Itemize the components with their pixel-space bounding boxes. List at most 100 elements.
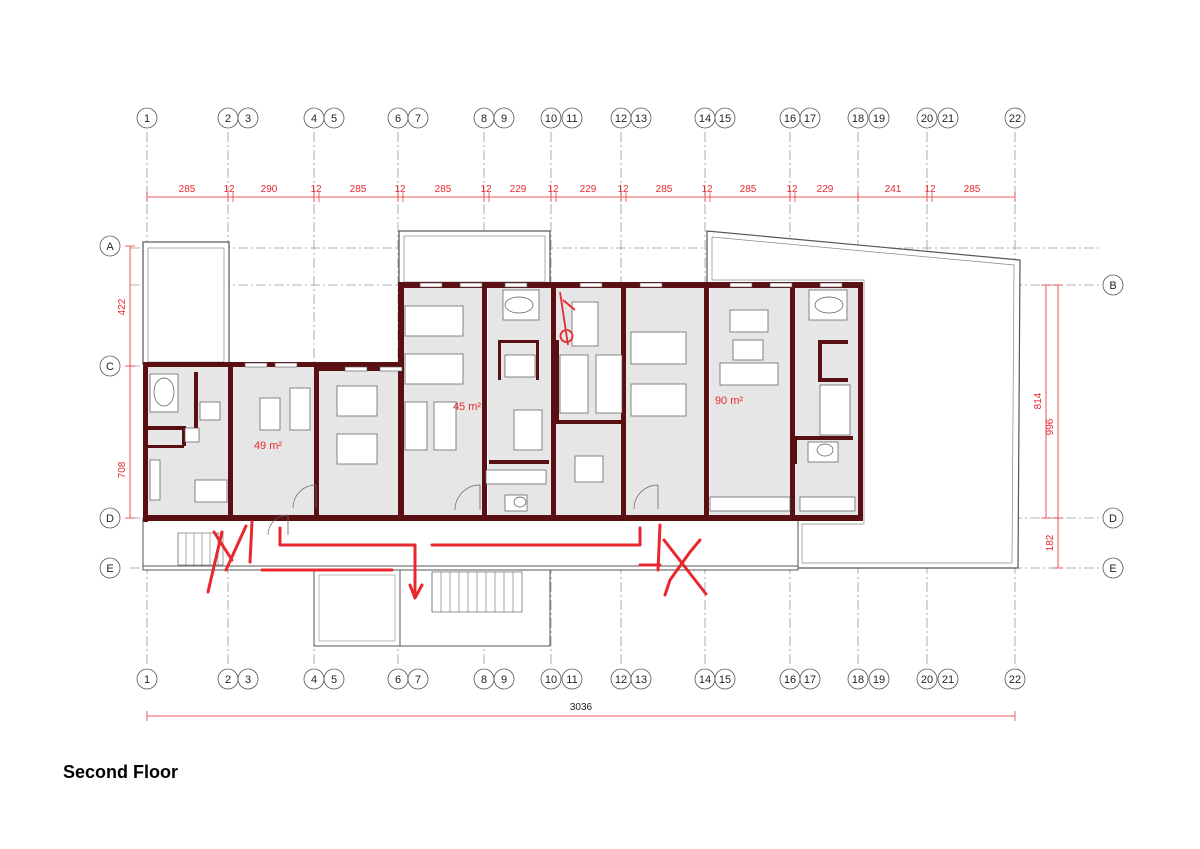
grid-bubble-circle bbox=[868, 107, 890, 129]
terrace-right-inner bbox=[711, 236, 1015, 564]
grid-bubble-circle bbox=[630, 107, 652, 129]
window bbox=[729, 282, 753, 288]
grid-bubble-circle bbox=[916, 107, 938, 129]
column-bubble-top: 13 bbox=[630, 107, 652, 129]
sanitary-fixture bbox=[814, 296, 844, 314]
grid-bubble-label: A bbox=[106, 241, 114, 253]
grid-bubble-circle bbox=[323, 107, 345, 129]
dimension-label-top: 12 bbox=[310, 184, 322, 195]
grid-bubble-circle bbox=[1102, 507, 1124, 529]
wall bbox=[228, 366, 233, 518]
grid-bubble-circle bbox=[540, 668, 562, 690]
furniture-item bbox=[513, 409, 543, 451]
grid-bubble-circle bbox=[136, 107, 158, 129]
column-bubble-top: 22 bbox=[1004, 107, 1026, 129]
room-area-label: 45 m² bbox=[453, 401, 481, 413]
stair-landing bbox=[313, 569, 401, 647]
grid-bubble-circle bbox=[1102, 557, 1124, 579]
grid-bubble-circle bbox=[99, 355, 121, 377]
grid-bubble-label: 20 bbox=[921, 113, 933, 125]
grid-bubble-label: 18 bbox=[852, 674, 864, 686]
dimension-label-top: 290 bbox=[261, 184, 278, 195]
grid-bubble-circle bbox=[799, 668, 821, 690]
sanitary-fixture bbox=[504, 296, 534, 314]
grid-bubble-label: 1 bbox=[144, 674, 150, 686]
grid-bubble-circle bbox=[714, 107, 736, 129]
grid-bubble-label: 22 bbox=[1009, 113, 1021, 125]
grid-bubble-circle bbox=[1102, 274, 1124, 296]
grid-bubble-circle bbox=[630, 668, 652, 690]
wall bbox=[704, 288, 709, 518]
window bbox=[639, 282, 663, 288]
dimension-label-top: 285 bbox=[740, 184, 757, 195]
building-outline bbox=[142, 230, 1021, 647]
column-bubble-bottom: 12 bbox=[610, 668, 632, 690]
furniture-item bbox=[433, 401, 457, 451]
column-bubble-top: 12 bbox=[610, 107, 632, 129]
wall bbox=[551, 282, 556, 520]
grid-bubble-circle bbox=[937, 668, 959, 690]
grid-bubble-circle bbox=[136, 668, 158, 690]
column-bubble-bottom: 14 bbox=[694, 668, 716, 690]
dimension-label-left: 708 bbox=[117, 461, 128, 478]
wall bbox=[148, 445, 184, 448]
furniture-item bbox=[336, 433, 378, 465]
grid-bubble-label: 8 bbox=[481, 113, 487, 125]
dimension-label-top: 285 bbox=[964, 184, 981, 195]
grid-bubble-label: B bbox=[1109, 280, 1116, 292]
column-bubble-bottom: 21 bbox=[937, 668, 959, 690]
dimension-label-right: 996 bbox=[1045, 418, 1056, 435]
grid-bubble-circle bbox=[868, 668, 890, 690]
column-bubble-bottom: 2 bbox=[217, 668, 239, 690]
column-bubble-bottom: 16 bbox=[779, 668, 801, 690]
grid-bubble-label: 2 bbox=[225, 674, 231, 686]
furniture-item bbox=[574, 455, 604, 483]
dimension-label-top: 285 bbox=[350, 184, 367, 195]
grid-bubble-label: 17 bbox=[804, 674, 816, 686]
column-bubble-bottom: 20 bbox=[916, 668, 938, 690]
furniture-item bbox=[709, 496, 791, 512]
row-bubble-right: D bbox=[1102, 507, 1124, 529]
grid-bubble-circle bbox=[847, 668, 869, 690]
grid-bubble-label: 15 bbox=[719, 674, 731, 686]
column-bubble-bottom: 8 bbox=[473, 668, 495, 690]
wall bbox=[194, 372, 198, 428]
wall bbox=[818, 378, 848, 382]
dimension-label-top: 12 bbox=[223, 184, 235, 195]
sanitary-fixture bbox=[513, 496, 527, 508]
grid-bubble-circle bbox=[561, 668, 583, 690]
dimension-label-top: 229 bbox=[580, 184, 597, 195]
dimension-label-top: 12 bbox=[547, 184, 559, 195]
wall bbox=[818, 340, 848, 344]
furniture-item bbox=[807, 441, 839, 463]
wall bbox=[498, 340, 538, 343]
column-bubble-bottom: 15 bbox=[714, 668, 736, 690]
wall bbox=[818, 340, 822, 380]
grid-bubble-label: 16 bbox=[784, 113, 796, 125]
wall bbox=[489, 460, 549, 464]
column-bubble-bottom: 13 bbox=[630, 668, 652, 690]
wall bbox=[143, 362, 148, 522]
furniture-item bbox=[404, 353, 464, 385]
balcony-middle bbox=[398, 230, 551, 286]
grid-bubble-label: 19 bbox=[873, 674, 885, 686]
grid-bubble-circle bbox=[916, 668, 938, 690]
red-markup-annotations bbox=[206, 291, 708, 600]
column-bubble-top: 17 bbox=[799, 107, 821, 129]
column-bubble-top: 5 bbox=[323, 107, 345, 129]
wall bbox=[143, 515, 863, 521]
dimension-label-right: 182 bbox=[1045, 534, 1056, 551]
sanitary-fixture bbox=[816, 443, 834, 457]
grid-bubble-circle bbox=[493, 107, 515, 129]
wall bbox=[148, 426, 182, 430]
furniture-item bbox=[194, 479, 228, 503]
row-bubble-left: A bbox=[99, 235, 121, 257]
row-bubble-left: D bbox=[99, 507, 121, 529]
wall bbox=[314, 366, 319, 518]
grid-bubble-label: 1 bbox=[144, 113, 150, 125]
grid-bubble-circle bbox=[237, 107, 259, 129]
column-bubble-top: 2 bbox=[217, 107, 239, 129]
grid-bubble-label: 20 bbox=[921, 674, 933, 686]
